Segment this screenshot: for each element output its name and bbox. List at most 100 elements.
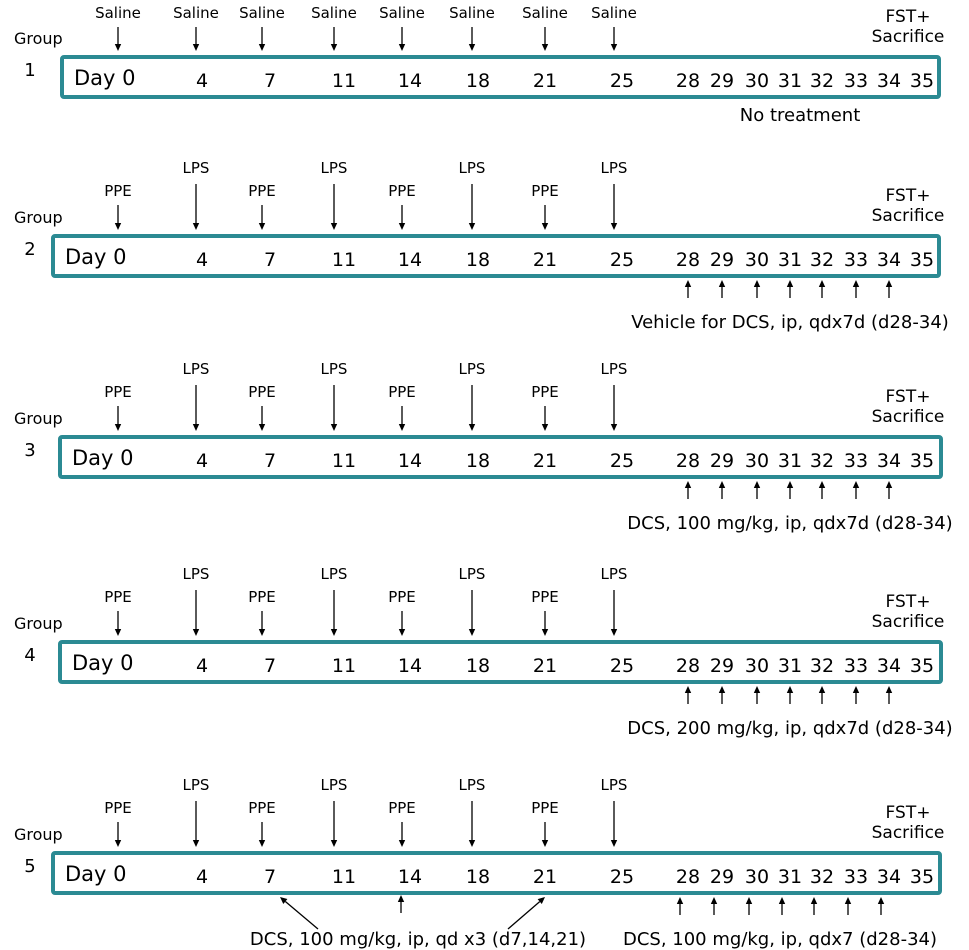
group-number: 2 — [24, 239, 35, 260]
treatment-arrow-head — [258, 223, 266, 230]
treatment-label: Saline — [173, 4, 219, 22]
treatment-arrow — [258, 822, 266, 847]
dosing-arrow — [718, 280, 726, 298]
dosing-arrow-head — [718, 686, 726, 693]
dosing-arrow — [885, 280, 893, 298]
treatment-arrow — [258, 27, 266, 51]
day-label: 4 — [196, 249, 208, 271]
treatment-arrow-head — [114, 840, 122, 847]
treatment-label: PPE — [248, 588, 276, 606]
day-label: 29 — [710, 249, 734, 271]
dosing-arrow — [885, 481, 893, 499]
treatment-arrow-head — [468, 629, 476, 636]
day-label: Day 0 — [72, 446, 134, 470]
treatment-arrow-head — [610, 223, 618, 230]
dosing-arrow-head — [818, 481, 826, 488]
day-label: 30 — [745, 249, 769, 271]
day-label: 29 — [710, 450, 734, 472]
treatment-arrow — [330, 27, 338, 51]
sacrifice-label: Sacrifice — [872, 407, 945, 427]
treatment-label: PPE — [104, 799, 132, 817]
dosing-arrow-head — [786, 481, 794, 488]
day-label: 21 — [533, 866, 557, 888]
treatment-arrow — [192, 385, 200, 431]
treatment-arrow — [114, 822, 122, 847]
day-label: Day 0 — [65, 862, 127, 886]
day-label: 34 — [877, 655, 901, 677]
treatment-arrow — [468, 801, 476, 847]
group-label: Group — [14, 409, 63, 428]
treatment-label: Saline — [591, 4, 637, 22]
diagonal-arrow-d14-head — [397, 895, 405, 902]
dosing-arrow-head — [786, 686, 794, 693]
day-label: 32 — [810, 866, 834, 888]
day-label: 32 — [810, 70, 834, 92]
day-label: 30 — [745, 655, 769, 677]
dosing-arrow-head — [710, 897, 718, 904]
dosing-arrow — [786, 686, 794, 704]
treatment-arrow — [541, 822, 549, 847]
dosing-arrow-head — [818, 686, 826, 693]
diagonal-arrow-d21-shaft — [507, 901, 541, 930]
day-label: 33 — [844, 866, 868, 888]
dosing-arrow — [710, 897, 718, 915]
treatment-label: LPS — [459, 360, 486, 378]
treatment-arrow-head — [114, 223, 122, 230]
dosing-arrow — [818, 686, 826, 704]
day-label: 25 — [610, 249, 634, 271]
treatment-arrow-head — [192, 840, 200, 847]
treatment-arrow — [610, 590, 618, 636]
treatment-label: PPE — [248, 182, 276, 200]
day-label: 25 — [610, 655, 634, 677]
day-label: Day 0 — [74, 66, 136, 90]
dosing-arrow-head — [885, 686, 893, 693]
group-label: Group — [14, 29, 63, 48]
dosing-arrow-head — [718, 481, 726, 488]
sacrifice-label: Sacrifice — [872, 823, 945, 843]
day-label: 11 — [332, 249, 356, 271]
day-label: 25 — [610, 866, 634, 888]
dosing-note-2: DCS, 100 mg/kg, ip, qd x3 (d7,14,21) — [250, 929, 586, 950]
dosing-arrow-head — [885, 280, 893, 287]
treatment-arrow — [610, 184, 618, 230]
no-treatment-note: No treatment — [740, 105, 861, 126]
treatment-arrow — [610, 385, 618, 431]
day-label: 31 — [778, 655, 802, 677]
day-label: 34 — [877, 70, 901, 92]
sacrifice-label: Sacrifice — [872, 27, 945, 47]
treatment-label: Saline — [522, 4, 568, 22]
treatment-label: Saline — [379, 4, 425, 22]
dosing-arrow-head — [676, 897, 684, 904]
treatment-arrow-head — [330, 44, 338, 51]
group-label: Group — [14, 825, 63, 844]
day-label: 35 — [910, 249, 934, 271]
treatment-label: LPS — [601, 360, 628, 378]
treatment-arrow — [398, 822, 406, 847]
treatment-label: Saline — [311, 4, 357, 22]
treatment-arrow-head — [330, 840, 338, 847]
day-label: 34 — [877, 249, 901, 271]
group-number: 1 — [24, 60, 35, 81]
dosing-arrow-head — [753, 280, 761, 287]
dosing-arrow — [753, 481, 761, 499]
treatment-arrow — [114, 205, 122, 230]
treatment-arrow-head — [192, 424, 200, 431]
treatment-arrow — [468, 385, 476, 431]
treatment-arrow-head — [192, 44, 200, 51]
group-label: Group — [14, 208, 63, 227]
timeline-box — [58, 435, 943, 479]
treatment-arrow-head — [192, 629, 200, 636]
day-label: 31 — [778, 450, 802, 472]
treatment-label: PPE — [531, 383, 559, 401]
day-label: Day 0 — [65, 245, 127, 269]
diagonal-arrow-d7-shaft — [284, 901, 319, 930]
treatment-arrow — [192, 801, 200, 847]
treatment-arrow-head — [258, 629, 266, 636]
day-label: 31 — [778, 866, 802, 888]
dosing-arrow — [818, 481, 826, 499]
treatment-arrow-head — [610, 629, 618, 636]
dosing-arrow — [844, 897, 852, 915]
treatment-arrow — [258, 611, 266, 636]
dosing-arrow — [684, 686, 692, 704]
